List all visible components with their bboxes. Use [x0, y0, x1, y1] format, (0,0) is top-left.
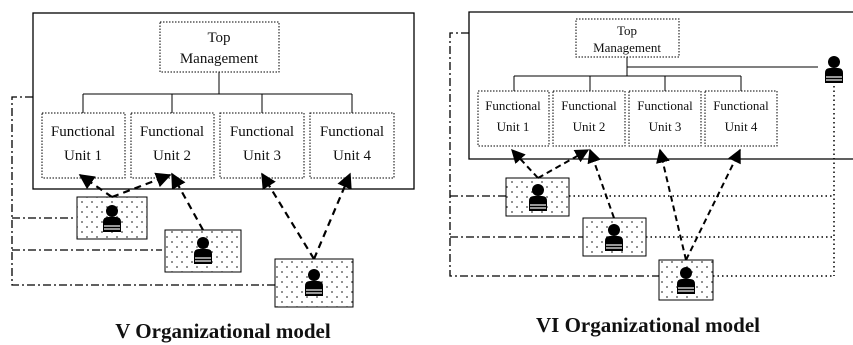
left-top-management-line2: Management [180, 51, 259, 67]
left-functional-unit-1: Functional Unit 1 [41, 112, 126, 179]
left-hierarchy-lines [82, 72, 353, 113]
manager-icon [824, 55, 844, 84]
right-functional-unit-4: Functional Unit 4 [704, 90, 778, 147]
left-functional-unit-4: Functional Unit 4 [309, 112, 395, 179]
right-model-caption: VI Organizational model [536, 313, 760, 337]
right-hierarchy-lines [513, 57, 818, 91]
left-unit-3-line1: Functional [230, 124, 294, 140]
right-unit-1-line2: Unit 1 [497, 119, 530, 134]
right-top-management-line2: Management [593, 40, 661, 55]
left-top-management-line1: Top [207, 30, 230, 46]
right-worker-card-2 [582, 217, 647, 257]
right-dash-dot-connectors [449, 32, 659, 277]
right-unit-3-line2: Unit 3 [649, 119, 682, 134]
left-functional-unit-2: Functional Unit 2 [130, 112, 215, 179]
right-dashed-arrows [511, 148, 741, 261]
left-unit-4-line1: Functional [320, 124, 384, 140]
right-functional-unit-3: Functional Unit 3 [628, 90, 702, 147]
right-unit-3-line1: Functional [637, 98, 693, 113]
left-model: Top Management Functional Unit 1 Functio… [11, 12, 415, 343]
right-unit-1-line1: Functional [485, 98, 541, 113]
right-functional-unit-2: Functional Unit 2 [552, 90, 626, 147]
right-worker-card-3 [658, 259, 714, 301]
left-unit-2-line1: Functional [140, 124, 204, 140]
left-dash-dot-connectors [11, 96, 275, 286]
left-functional-unit-3: Functional Unit 3 [219, 112, 305, 179]
right-top-management-box: Top Management [575, 18, 680, 58]
left-unit-3-line2: Unit 3 [243, 148, 281, 164]
right-model: Top Management Functional Unit 1 Functio… [449, 11, 853, 337]
left-dashed-arrows [78, 172, 352, 260]
right-top-management-line1: Top [617, 23, 637, 38]
right-unit-2-line1: Functional [561, 98, 617, 113]
left-unit-4-line2: Unit 4 [333, 148, 371, 164]
left-top-management-box: Top Management [159, 21, 280, 73]
left-unit-1-line1: Functional [51, 124, 115, 140]
left-worker-card-2 [164, 229, 242, 273]
left-worker-card-3 [274, 258, 354, 308]
right-worker-card-1 [505, 177, 570, 217]
left-unit-2-line2: Unit 2 [153, 148, 191, 164]
left-unit-1-line2: Unit 1 [64, 148, 102, 164]
right-functional-unit-1: Functional Unit 1 [477, 90, 550, 147]
left-organization-frame [32, 12, 415, 190]
right-unit-4-line1: Functional [713, 98, 769, 113]
left-model-caption: V Organizational model [115, 319, 331, 343]
right-unit-4-line2: Unit 4 [725, 119, 758, 134]
left-worker-card-1 [76, 196, 148, 240]
right-dotted-manager-lines [569, 86, 835, 277]
right-unit-2-line2: Unit 2 [573, 119, 606, 134]
